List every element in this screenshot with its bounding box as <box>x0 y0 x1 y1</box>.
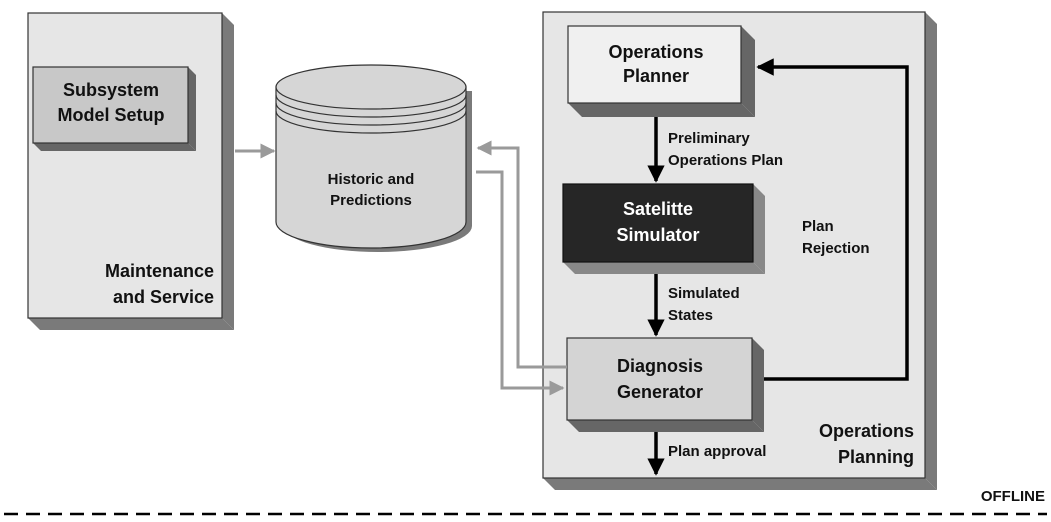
satellite-simulator-box: Satelitte Simulator <box>562 183 765 274</box>
maintenance-panel-title-line1: Maintenance <box>105 261 214 281</box>
arrow-database-to-diagnosis <box>476 170 565 396</box>
arrow-diagnosis-to-database <box>476 140 567 369</box>
diagnosis-generator-box: Diagnosis Generator <box>566 337 764 432</box>
database-label-line2: Predictions <box>330 192 412 209</box>
offline-label: OFFLINE <box>981 488 1045 505</box>
label-plan-approval: Plan approval <box>668 443 766 460</box>
label-simulated-line1: Simulated <box>668 285 740 302</box>
simulator-box-label-line2: Simulator <box>616 225 699 245</box>
label-simulated-line2: States <box>668 307 713 324</box>
database-label-line1: Historic and <box>328 171 415 188</box>
label-plan-rejection-line1: Plan <box>802 218 834 235</box>
label-preliminary-line1: Preliminary <box>668 130 750 147</box>
label-preliminary-line2: Operations Plan <box>668 152 783 169</box>
historic-predictions-database: Historic and Predictions <box>275 64 472 252</box>
planner-box-label-line2: Planner <box>623 66 689 86</box>
simulator-box-label-line1: Satelitte <box>623 199 693 219</box>
diagnosis-box-label-line2: Generator <box>617 382 703 402</box>
subsystem-model-setup-box: Subsystem Model Setup <box>32 66 196 151</box>
operations-planner-box: Operations Planner <box>567 25 755 117</box>
operations-panel-title-line2: Planning <box>838 447 914 467</box>
planner-box-label-line1: Operations <box>608 42 703 62</box>
label-plan-rejection-line2: Rejection <box>802 240 870 257</box>
subsystem-box-label-line2: Model Setup <box>58 105 165 125</box>
diagnosis-box-label-line1: Diagnosis <box>617 356 703 376</box>
maintenance-panel-title-line2: and Service <box>113 287 214 307</box>
subsystem-box-label-line1: Subsystem <box>63 80 159 100</box>
maintenance-panel: Subsystem Model Setup Maintenance and Se… <box>27 12 234 330</box>
arrow-plan-rejection <box>756 58 909 381</box>
operations-panel-title-line1: Operations <box>819 421 914 441</box>
